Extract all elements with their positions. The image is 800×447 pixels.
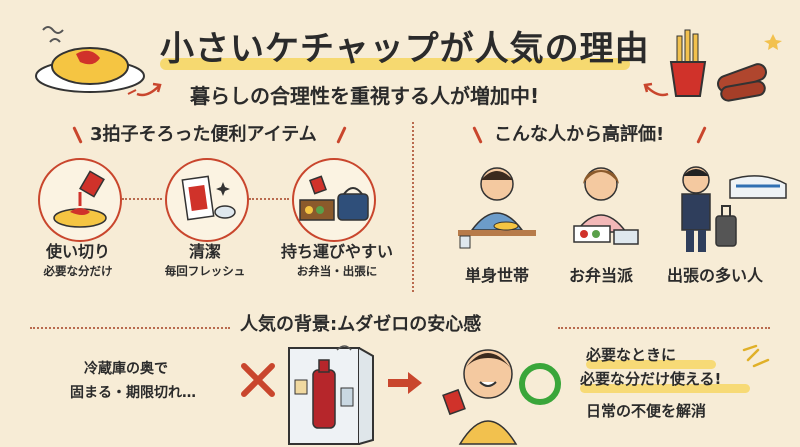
benefit-label-clean: 清潔 [188, 242, 221, 261]
cross-icon [241, 363, 275, 397]
ketchup-packet-pour-icon [53, 170, 107, 228]
sealed-packet-icon [181, 175, 236, 221]
user-label-traveler: 出張の多い人 [666, 266, 763, 285]
single-person-icon [458, 167, 536, 249]
benefit-sub-clean: 毎回フレッシュ [164, 264, 246, 278]
highlight [586, 360, 716, 369]
check-circle-icon [519, 363, 561, 405]
happy-child-icon [442, 349, 518, 445]
fridge-ketchup-icon [288, 345, 374, 445]
sparkle-icon [742, 344, 770, 368]
section-divider [30, 327, 230, 329]
arrow-right-icon [388, 372, 422, 394]
single-use-illustration [38, 158, 122, 242]
section-divider [558, 327, 770, 329]
solution-line-2: 必要な分だけ使える! [580, 370, 722, 388]
clean-illustration [165, 158, 249, 242]
user-label-single: 単身世帯 [464, 266, 529, 285]
arrow-right-icon [136, 82, 162, 97]
heading-mark [72, 126, 83, 144]
arrow-left-icon [643, 82, 669, 97]
user-label-bento: お弁当派 [568, 266, 633, 285]
title-highlight [160, 58, 630, 70]
problem-line-1: 冷蔵庫の奥で [84, 361, 168, 377]
section-divider [412, 122, 414, 292]
bento-bag-icon [299, 175, 369, 221]
users-heading: こんな人から高評価! [494, 124, 665, 145]
connector [249, 198, 289, 200]
bento-person-icon [573, 167, 639, 245]
solution-line-3: 日常の不便を解消 [586, 402, 707, 420]
heading-mark [696, 126, 707, 144]
page-title: 小さいケチャップが人気の理由 [160, 29, 650, 69]
problem-line-2: 固まる・期限切れ… [70, 385, 196, 401]
business-traveler-icon [681, 166, 787, 252]
benefits-heading: 3拍子そろった便利アイテム [90, 124, 317, 145]
fries-sausage-icon [669, 29, 782, 102]
omelette-rice-icon [35, 26, 145, 95]
highlight [580, 384, 750, 393]
benefit-sub-single-use: 必要な分だけ [43, 264, 113, 278]
solution-line-1: 必要なときに [586, 346, 677, 364]
benefit-label-single-use: 使い切り [45, 242, 110, 261]
page-subtitle: 暮らしの合理性を重視する人が増加中! [190, 84, 540, 108]
benefit-label-portable: 持ち運びやすい [280, 242, 393, 261]
background-heading: 人気の背景:ムダゼロの安心感 [240, 314, 482, 335]
benefit-sub-portable: お弁当・出張に [296, 264, 378, 278]
portable-illustration [292, 158, 376, 242]
heading-mark [336, 126, 347, 144]
connector [122, 198, 162, 200]
heading-mark [472, 126, 483, 144]
